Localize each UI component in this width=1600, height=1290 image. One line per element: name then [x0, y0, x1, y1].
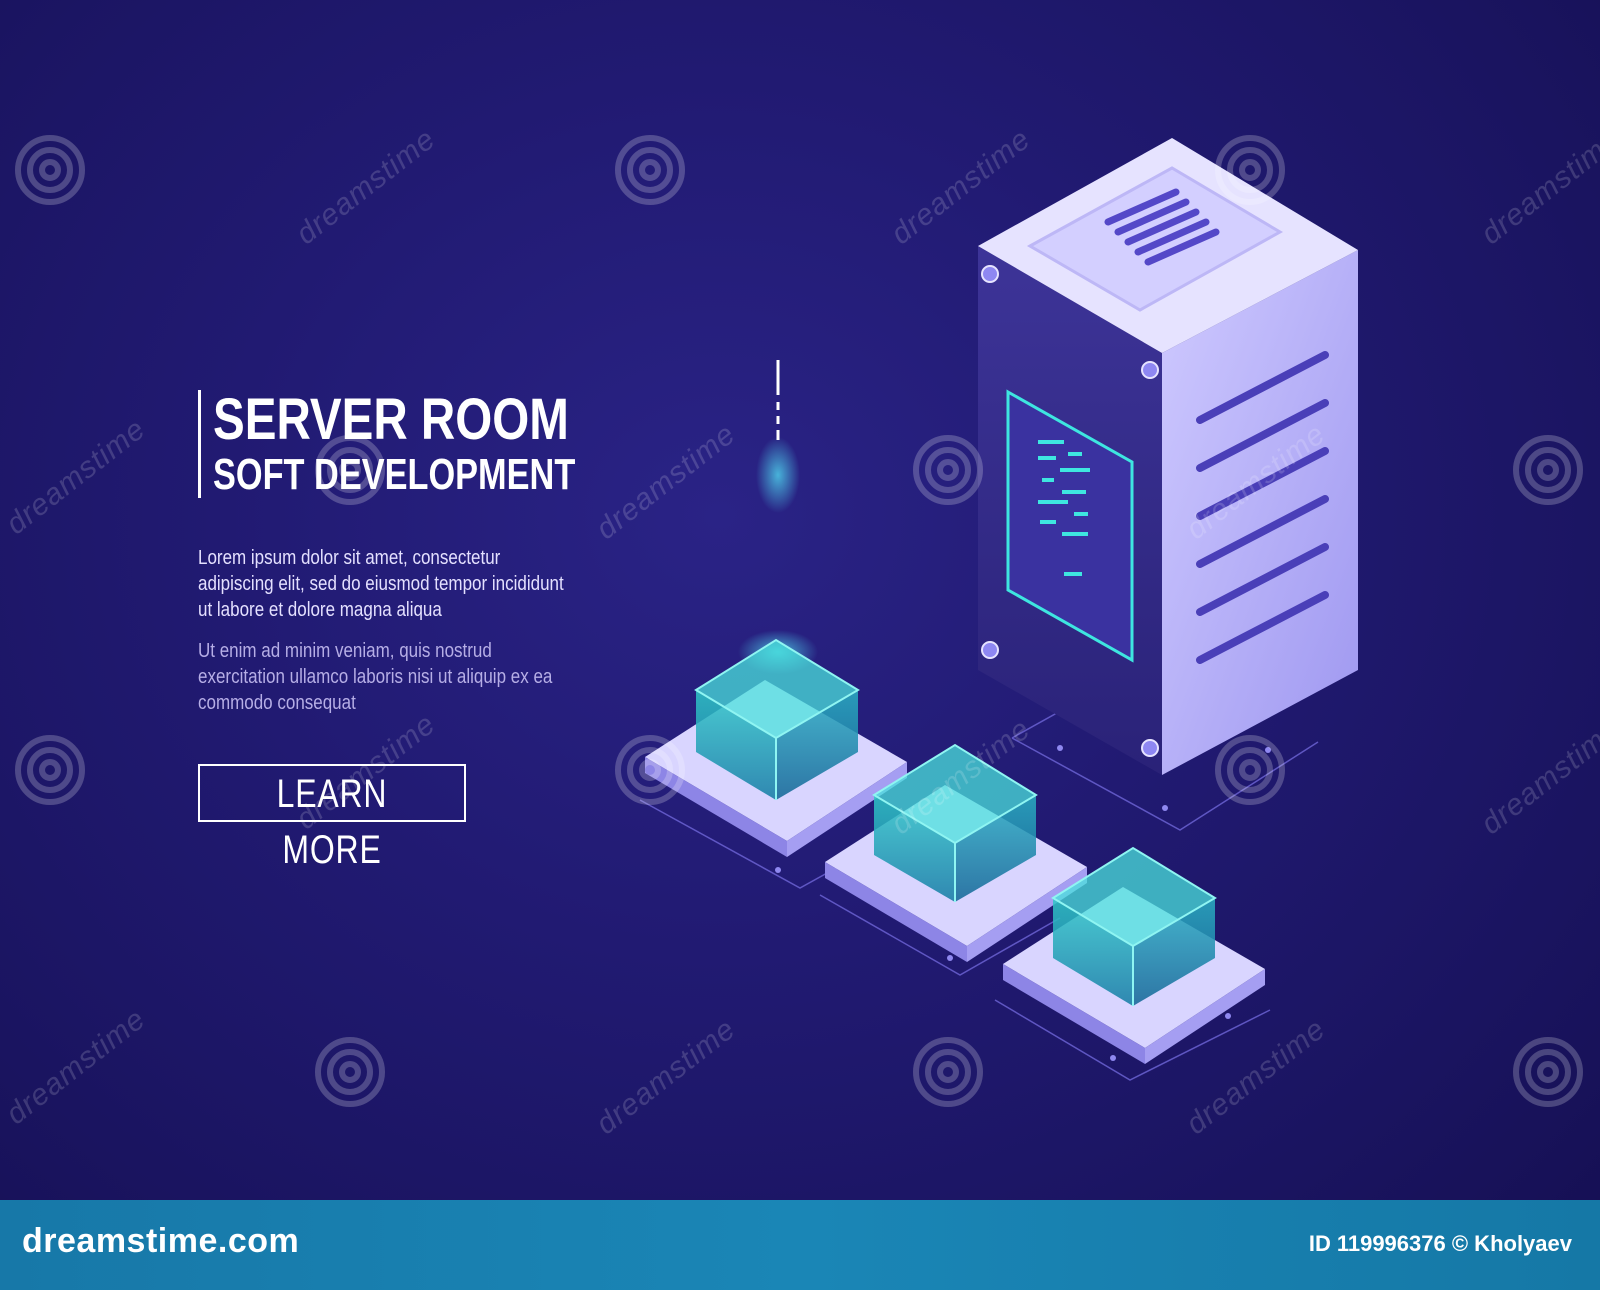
headline-block: SERVER ROOM SOFT DEVELOPMENT	[198, 390, 677, 498]
page-subtitle: SOFT DEVELOPMENT	[213, 450, 576, 499]
data-beam	[738, 360, 818, 674]
image-id-label: ID	[1308, 1231, 1331, 1256]
footer-bar	[0, 1200, 1600, 1290]
footer-brand[interactable]: dreamstime.com	[22, 1222, 300, 1260]
spiral-logo-icon	[15, 135, 1583, 1107]
learn-more-label: LEARN MORE	[276, 772, 388, 872]
server-rack-icon	[978, 138, 1358, 775]
author-credit: © Kholyaev	[1451, 1231, 1572, 1256]
page-title: SERVER ROOM	[213, 387, 569, 452]
image-id-value: 119996376	[1336, 1231, 1446, 1256]
cube-node-icon	[645, 638, 1265, 1064]
learn-more-button[interactable]: LEARN MORE	[198, 764, 466, 872]
body-paragraph-2: Ut enim ad minim veniam, quis nostrud ex…	[198, 640, 553, 714]
body-paragraph-1: Lorem ipsum dolor sit amet, consectetur …	[198, 547, 564, 621]
isometric-artwork	[15, 135, 1583, 1107]
